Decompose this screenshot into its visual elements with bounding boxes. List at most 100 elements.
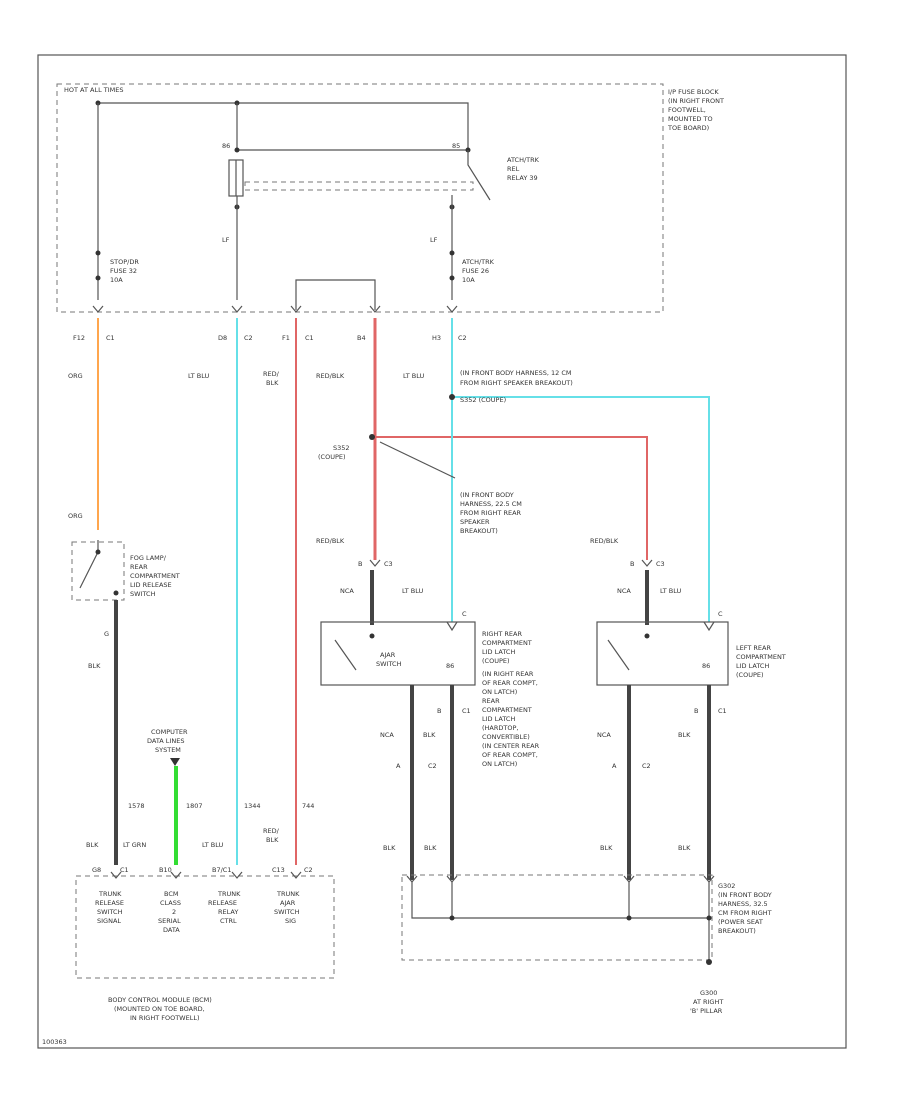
wire-org-label: ORG <box>68 372 83 380</box>
pin-b2-right: B <box>694 707 698 715</box>
svg-text:(HARDTOP,: (HARDTOP, <box>482 724 518 732</box>
wire-red-blk-2-label: RED/BLK <box>316 372 345 380</box>
hot-bus-wire <box>98 102 469 150</box>
conn-h3-c: C2 <box>458 334 467 342</box>
svg-text:BODY CONTROL MODULE (BCM): BODY CONTROL MODULE (BCM) <box>108 996 212 1004</box>
conn-f12: F12 <box>73 334 85 342</box>
conn-d8-c: C2 <box>244 334 253 342</box>
right-latch-pin-c <box>446 621 458 632</box>
svg-text:HARNESS, 22.5 CM: HARNESS, 22.5 CM <box>460 500 522 508</box>
wire-blk-2: BLK <box>678 731 691 739</box>
svg-text:SIG: SIG <box>285 917 296 925</box>
svg-text:C13: C13 <box>272 866 285 874</box>
wire-lt-blu-2-label: LT BLU <box>403 372 425 380</box>
wire-lt-blu-3: LT BLU <box>402 587 424 595</box>
wire-red-blk-3-label: RED/BLK <box>316 537 345 545</box>
svg-text:G8: G8 <box>92 866 101 874</box>
svg-text:SERIAL: SERIAL <box>158 917 181 925</box>
wire-lf-right: LF <box>430 236 438 244</box>
svg-text:ATCH/TRK: ATCH/TRK <box>462 258 495 266</box>
splice-s352-label-1: S352 <box>333 444 350 452</box>
svg-text:SWITCH: SWITCH <box>130 590 156 598</box>
svg-text:LID LATCH: LID LATCH <box>482 715 515 723</box>
svg-text:B10: B10 <box>159 866 172 874</box>
svg-text:SWITCH: SWITCH <box>97 908 123 916</box>
wire-lt-blu-5: LT BLU <box>202 841 224 849</box>
relay-pin-left: 86 <box>222 142 230 150</box>
pin-b-left: B <box>358 560 362 568</box>
svg-text:TRUNK: TRUNK <box>276 890 300 898</box>
wire-blk-6: BLK <box>678 844 691 852</box>
svg-text:CTRL: CTRL <box>220 917 237 925</box>
svg-text:LID RELEASE: LID RELEASE <box>130 581 172 589</box>
svg-text:SYSTEM: SYSTEM <box>155 746 181 754</box>
foglamp-switch-label: FOG LAMP/ REAR COMPARTMENT LID RELEASE S… <box>130 554 180 598</box>
svg-text:DATA LINES: DATA LINES <box>147 737 184 745</box>
wire-red-blk-1b-label: BLK <box>266 379 279 387</box>
svg-text:C1: C1 <box>120 866 129 874</box>
conn-f1: F1 <box>282 334 290 342</box>
left-latch-pin-c <box>703 621 715 632</box>
svg-text:(MOUNTED ON TOE BOARD,: (MOUNTED ON TOE BOARD, <box>114 1005 205 1013</box>
svg-text:FOOTWELL,: FOOTWELL, <box>668 106 706 114</box>
right-latch-label: RIGHT REAR COMPARTMENT LID LATCH (COUPE) <box>482 630 532 665</box>
left-latch-pin-c-label: C <box>718 610 723 618</box>
left-latch-label: LEFT REAR COMPARTMENT LID LATCH (COUPE) <box>736 644 786 679</box>
svg-text:COMPARTMENT: COMPARTMENT <box>130 572 180 580</box>
svg-text:G300: G300 <box>700 989 717 997</box>
svg-text:CM FROM RIGHT: CM FROM RIGHT <box>718 909 772 917</box>
svg-text:AT RIGHT: AT RIGHT <box>693 998 723 1006</box>
right-latch-box <box>320 621 476 686</box>
wire-red-blk-5: RED/ <box>263 827 280 835</box>
wire-blk-4: BLK <box>424 844 437 852</box>
bcm-pin-marks <box>110 871 302 879</box>
svg-text:REAR: REAR <box>130 563 148 571</box>
c2-left: C2 <box>428 762 437 770</box>
svg-text:(IN RIGHT REAR: (IN RIGHT REAR <box>482 670 534 678</box>
wire-blk-8: BLK <box>86 841 99 849</box>
svg-text:CLASS: CLASS <box>160 899 181 907</box>
svg-text:10A: 10A <box>462 276 475 284</box>
bcm-col-serial-data: BCM CLASS 2 SERIAL DATA <box>158 890 181 934</box>
wire-red-blk-branch <box>375 436 648 560</box>
footer-code: 100363 <box>42 1038 67 1046</box>
ajar-switch-contact <box>334 639 357 671</box>
fuse-block-enclosure <box>56 83 664 313</box>
c2-right: C2 <box>642 762 651 770</box>
svg-text:CONVERTIBLE): CONVERTIBLE) <box>482 733 530 741</box>
svg-text:FOG LAMP/: FOG LAMP/ <box>130 554 167 562</box>
c3-right: C3 <box>656 560 665 568</box>
ground-g302-label: G302 (IN FRONT BODY HARNESS, 32.5 CM FRO… <box>718 882 772 935</box>
c1-left: C1 <box>462 707 471 715</box>
bcm-description: BODY CONTROL MODULE (BCM) (MOUNTED ON TO… <box>108 996 212 1022</box>
svg-text:2: 2 <box>172 908 176 916</box>
svg-text:ON LATCH): ON LATCH) <box>482 688 517 696</box>
ground-harness-enclosure <box>401 874 713 961</box>
svg-text:TRUNK: TRUNK <box>98 890 122 898</box>
svg-text:REAR: REAR <box>482 697 500 705</box>
bcm-box <box>75 875 335 979</box>
conn-f12-c: C1 <box>106 334 115 342</box>
svg-text:TOE BOARD): TOE BOARD) <box>667 124 709 132</box>
svg-text:OF REAR COMPT,: OF REAR COMPT, <box>482 679 538 687</box>
svg-text:(COUPE): (COUPE) <box>482 657 510 665</box>
svg-text:SPEAKER: SPEAKER <box>460 518 490 526</box>
svg-text:ATCH/TRK: ATCH/TRK <box>507 156 540 164</box>
svg-text:1807: 1807 <box>186 802 203 810</box>
wire-org-label-2: ORG <box>68 512 83 520</box>
svg-text:FROM RIGHT REAR: FROM RIGHT REAR <box>460 509 522 517</box>
wire-blk-7: BLK <box>88 662 101 670</box>
fuse-right-label: ATCH/TRK FUSE 26 10A <box>462 258 495 284</box>
f1-b4-jumper <box>295 279 376 310</box>
relay-contact <box>467 150 491 201</box>
svg-text:(COUPE): (COUPE) <box>736 671 764 679</box>
svg-text:10A: 10A <box>110 276 123 284</box>
conn-b4: B4 <box>357 334 366 342</box>
ground-bus <box>411 882 709 919</box>
svg-text:BREAKOUT): BREAKOUT) <box>718 927 756 935</box>
svg-text:(IN FRONT BODY: (IN FRONT BODY <box>460 491 514 499</box>
pin-b-right: B <box>630 560 634 568</box>
svg-text:STOP/DR: STOP/DR <box>110 258 139 266</box>
foglamp-switch-contact <box>79 540 99 589</box>
splice-s35x-label: S352 (COUPE) <box>460 396 506 404</box>
